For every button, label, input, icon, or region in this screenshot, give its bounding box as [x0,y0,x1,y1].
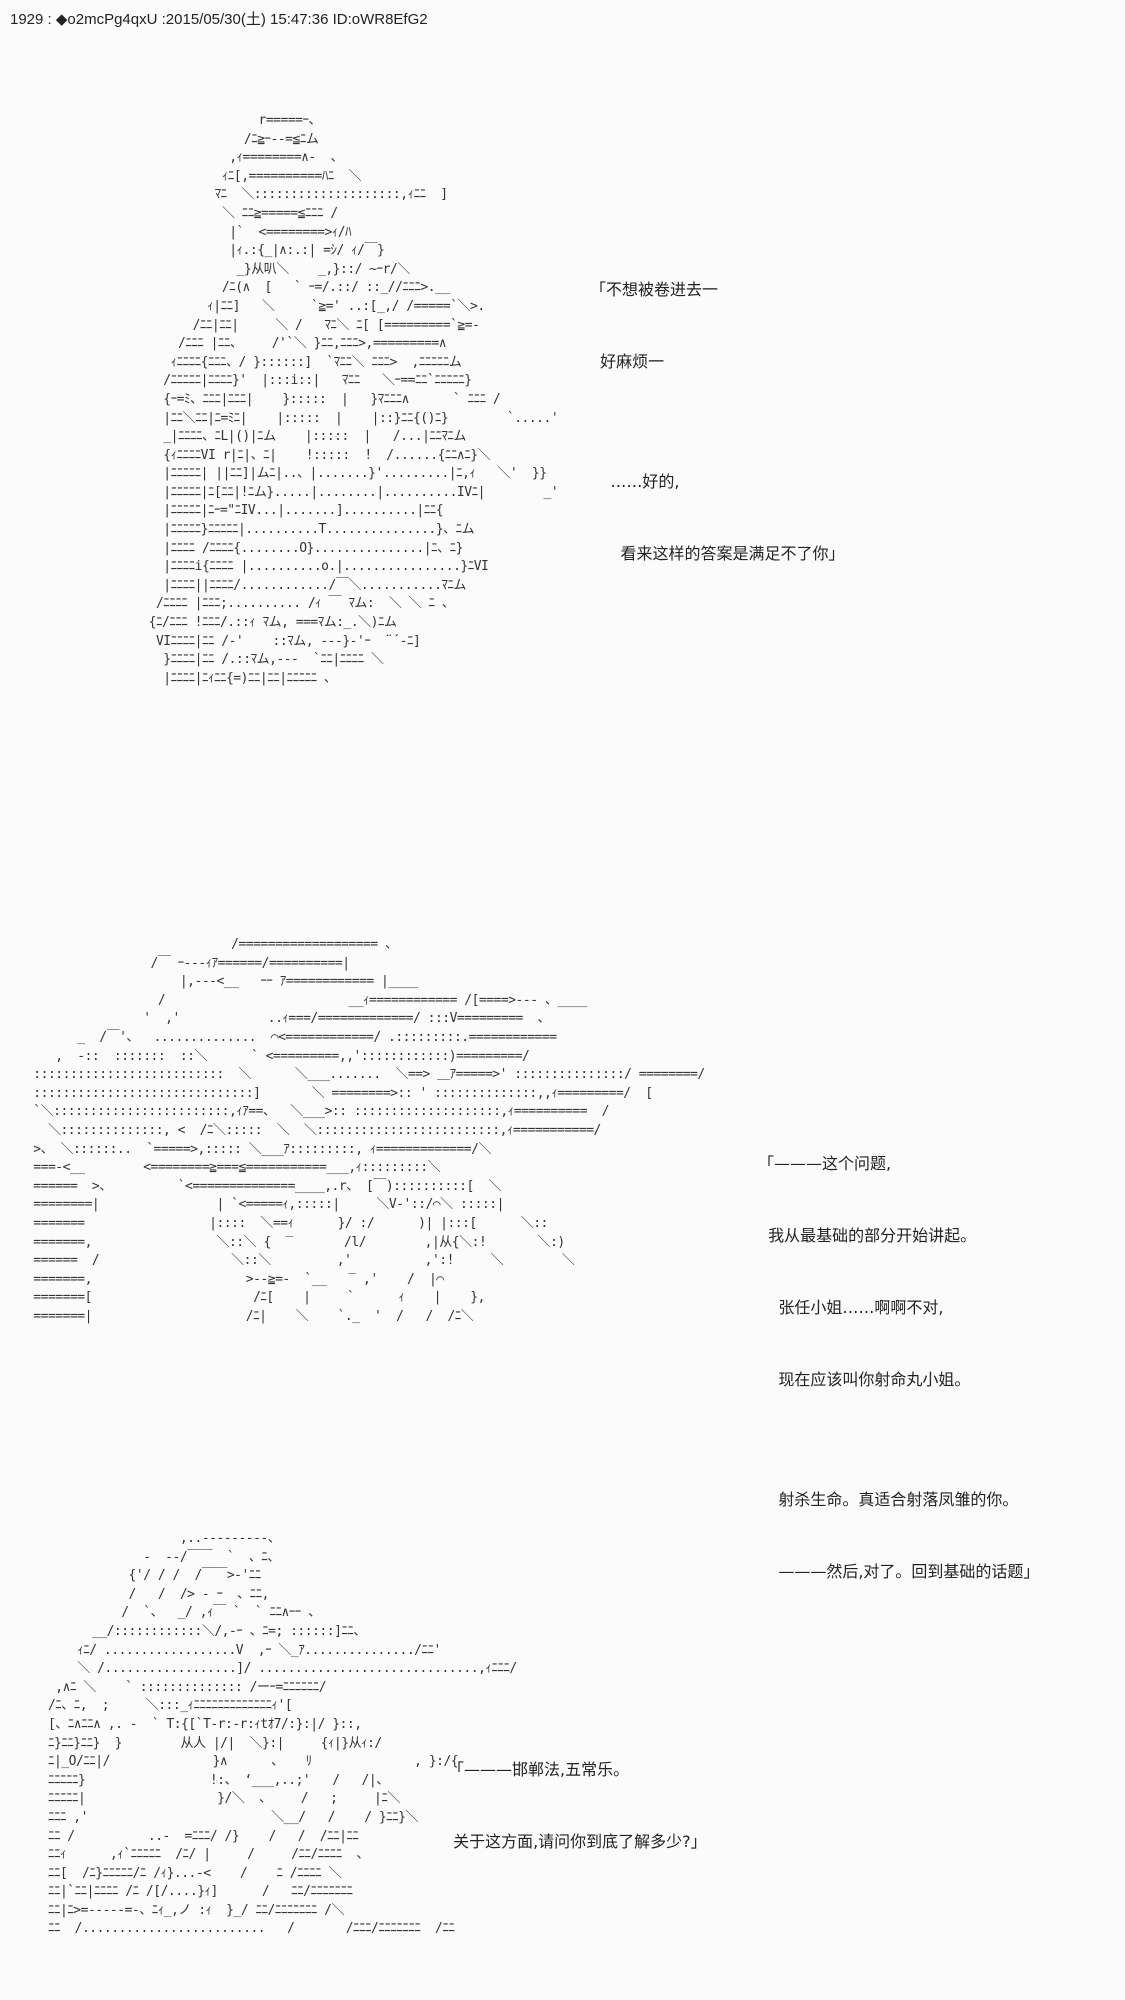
dialogue-line: 我从最基础的部分开始讲起。 [758,1226,977,1245]
dialogue-line: 「———这个问题, [758,1154,892,1173]
dialogue-line: 好麻烦一 [590,352,665,371]
ascii-art-panel-3: ,..-‐‐‐‐‐‐‐‐、 - -‐/￣￣ ` 、ﾆ、 {'/ / / /￣￣>… [47,1531,517,1937]
dialogue-panel-3: 「———邯郸法,五常乐。 关于这方面,请问你到底了解多少?」 [448,1710,707,1878]
dialogue-line: 看来这样的答案是满足不了你」 [590,544,845,563]
ascii-art-panel-1: r=====ｰ、 /ﾆ≧ｰ--=≦ﾆム ,ｨ========∧- 、 ｨﾆ[,=… [148,113,559,686]
dialogue-panel-2: 「———这个问题, 我从最基础的部分开始讲起。 张任小姐……啊啊不对, 现在应该… [758,1104,1039,1608]
post-header: 1929 : ◆o2mcPg4qxU :2015/05/30(土) 15:47:… [10,11,428,28]
dialogue-line: 射杀生命。真适合射落凤雏的你。 [758,1490,1019,1509]
dialogue-line: 现在应该叫你射命丸小姐。 [758,1370,971,1389]
dialogue-line: ———然后,对了。回到基础的话题」 [758,1562,1040,1581]
dialogue-line: 关于这方面,请问你到底了解多少?」 [448,1832,707,1851]
dialogue-line: 张任小姐……啊啊不对, [758,1298,944,1317]
dialogue-line: ……好的, [590,472,680,491]
ascii-art-panel-2: /=================== 、 /￣ ｰ---ｨｱ======/=… [33,937,705,1324]
dialogue-line: 「———邯郸法,五常乐。 [448,1760,630,1779]
dialogue-panel-1: 「不想被卷进去一 好麻烦一 ……好的, 看来这样的答案是满足不了你」 [590,230,845,590]
dialogue-line: 「不想被卷进去一 [590,280,719,299]
